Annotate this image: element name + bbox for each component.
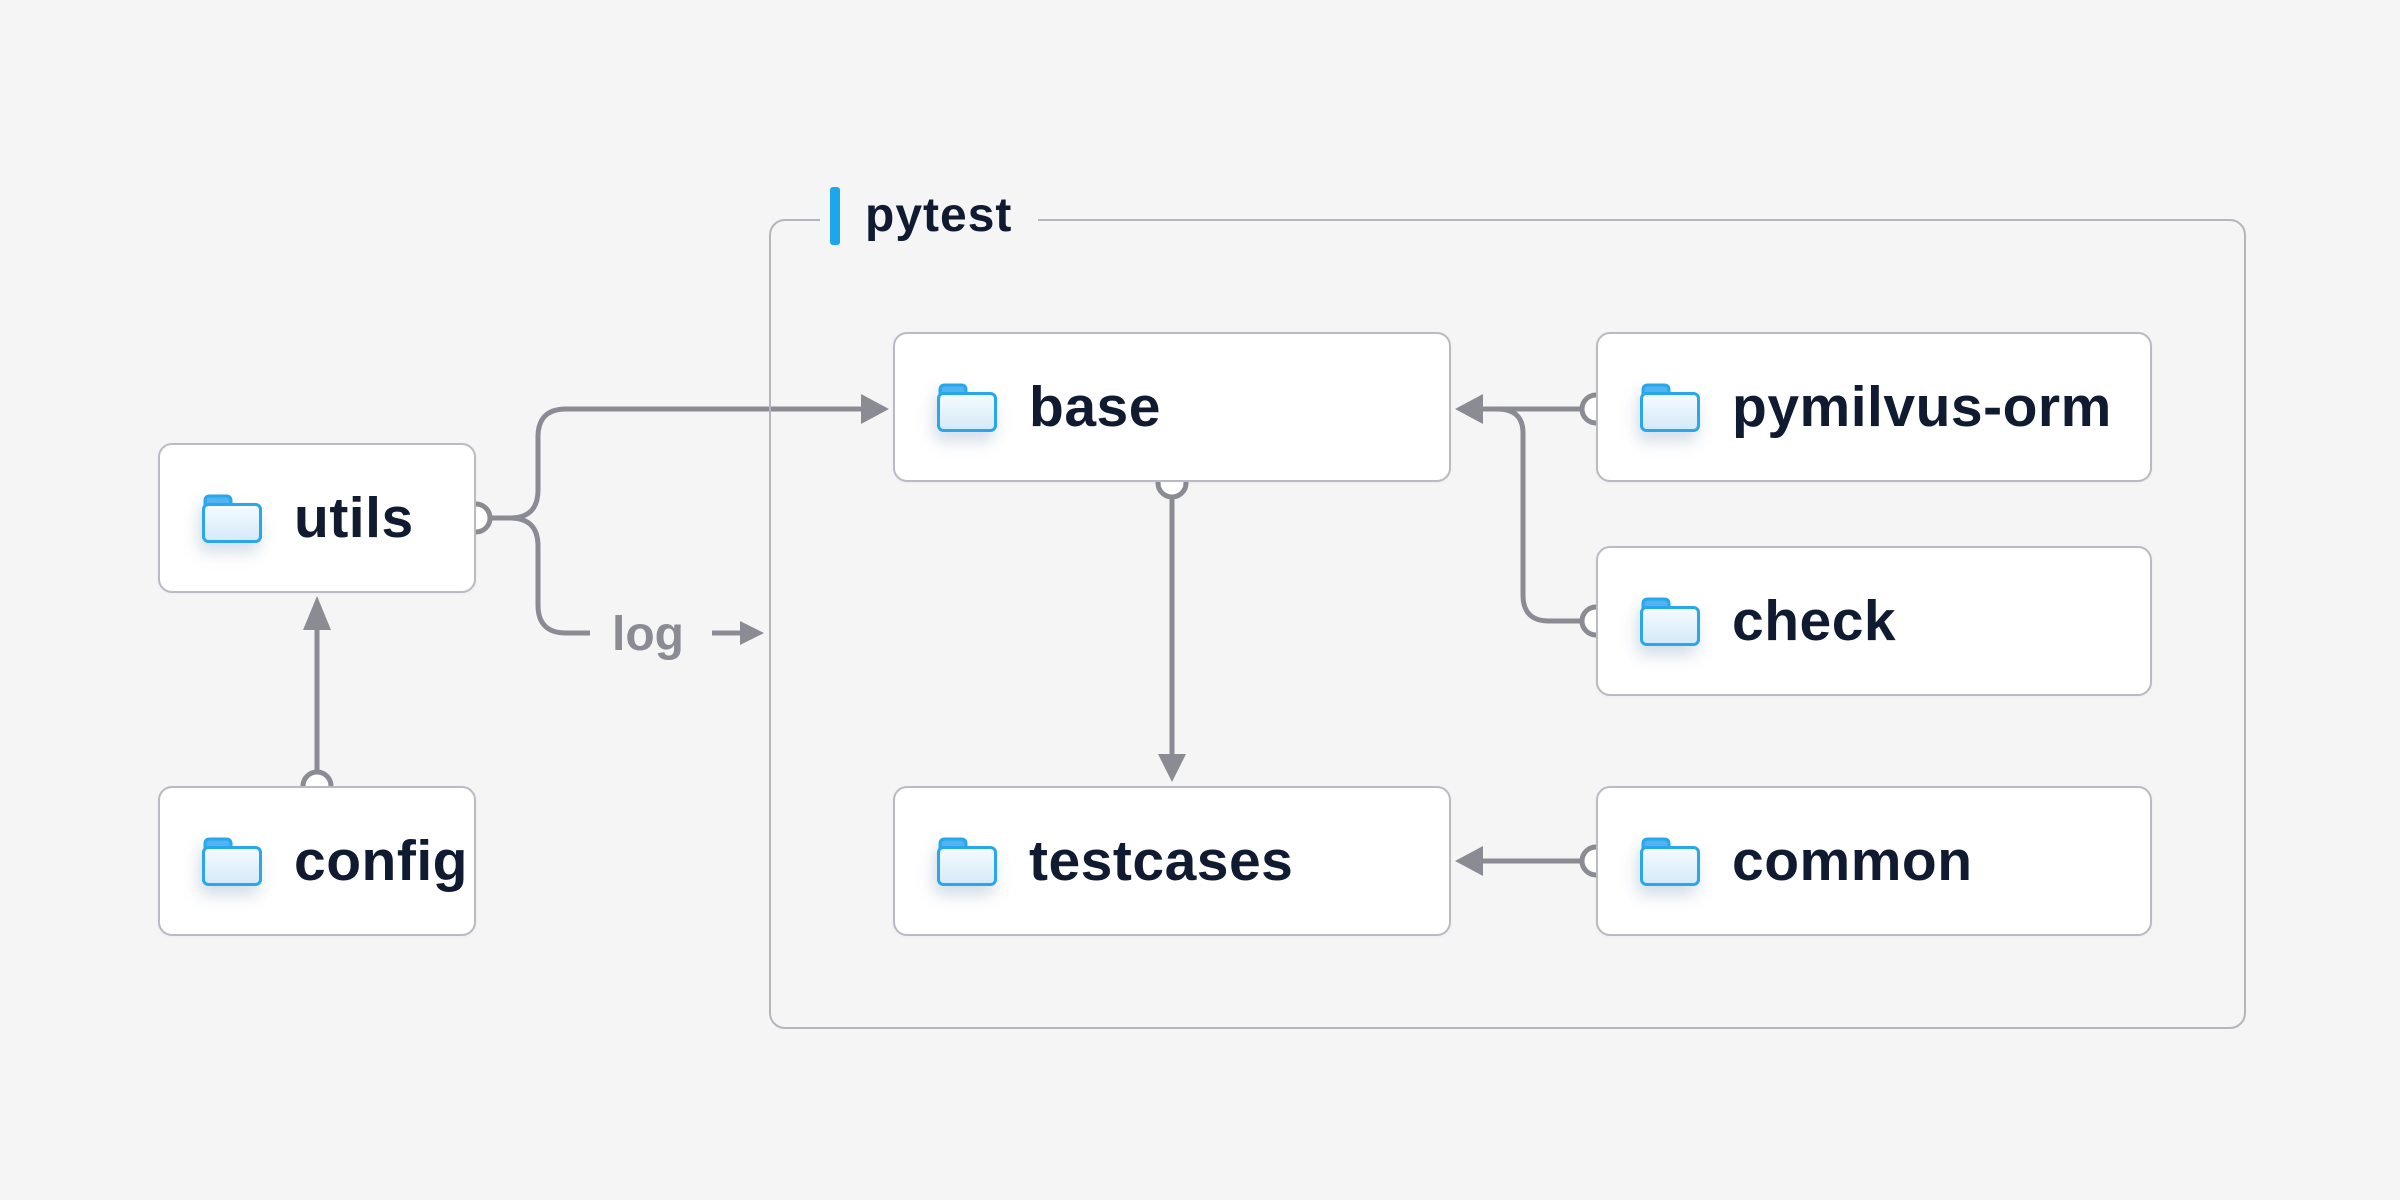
node-label: utils	[294, 486, 414, 550]
folder-icon	[935, 834, 999, 888]
node-label: pymilvus-orm	[1732, 375, 2112, 439]
node-pymilvus-orm: pymilvus-orm	[1596, 332, 2152, 482]
node-base: base	[893, 332, 1451, 482]
edge-utils-log	[509, 515, 590, 636]
container-title: pytest	[865, 189, 1013, 242]
node-common: common	[1596, 786, 2152, 936]
folder-icon	[935, 380, 999, 434]
node-label: check	[1732, 589, 1897, 653]
accent-bar	[830, 187, 840, 245]
folder-icon	[200, 834, 264, 888]
folder-icon	[1638, 380, 1702, 434]
arrowhead-log	[740, 621, 764, 645]
node-testcases: testcases	[893, 786, 1451, 936]
folder-icon	[200, 491, 264, 545]
node-config: config	[158, 786, 476, 936]
node-label: common	[1732, 829, 1973, 893]
node-check: check	[1596, 546, 2152, 696]
folder-icon	[1638, 594, 1702, 648]
arrowhead-up-utils	[303, 596, 331, 630]
node-utils: utils	[158, 443, 476, 593]
node-label: config	[294, 829, 468, 893]
pytest-container-label: pytest	[820, 187, 1039, 245]
edge-label-group: log	[612, 608, 684, 661]
node-label: base	[1029, 375, 1161, 439]
folder-icon	[1638, 834, 1702, 888]
edge-label-log: log	[612, 608, 684, 661]
node-label: testcases	[1029, 829, 1294, 893]
pytest-container: pytest	[769, 187, 2246, 1029]
